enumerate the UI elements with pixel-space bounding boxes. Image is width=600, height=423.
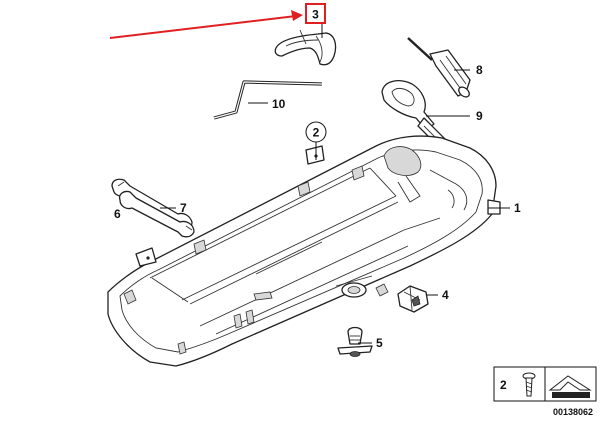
part-4-clip-nut (397, 285, 429, 313)
bracket-arrow-icon (548, 375, 592, 398)
highlight-arrow (109, 10, 303, 39)
callout-5: 5 (376, 336, 383, 350)
part-1-tray (107, 135, 501, 367)
legend-box: 2 (493, 366, 597, 402)
callout-8: 8 (476, 63, 483, 77)
callout-labels: 3 8 9 10 2 7 6 1 4 5 (114, 3, 521, 350)
callout-7: 7 (180, 201, 187, 215)
part-3-clip (274, 29, 337, 66)
highlight-box (305, 3, 326, 24)
legend-number: 2 (500, 378, 507, 392)
leader-lines (160, 24, 510, 344)
screw-icon (522, 372, 536, 397)
callout-3: 3 (312, 8, 319, 22)
part-2-screw (305, 121, 327, 160)
part-9-towing-eye (381, 80, 451, 157)
callout-1: 1 (514, 201, 521, 215)
part-5-rivet (337, 326, 373, 357)
callout-10: 10 (272, 97, 286, 111)
callout-2: 2 (313, 126, 320, 140)
callout-9: 9 (476, 109, 483, 123)
drawing-code: 00138062 (553, 407, 593, 417)
callout-4: 4 (442, 288, 449, 302)
callout-6: 6 (114, 207, 121, 221)
part-10-hex-key (213, 80, 323, 120)
part-6-wrench (118, 190, 195, 238)
